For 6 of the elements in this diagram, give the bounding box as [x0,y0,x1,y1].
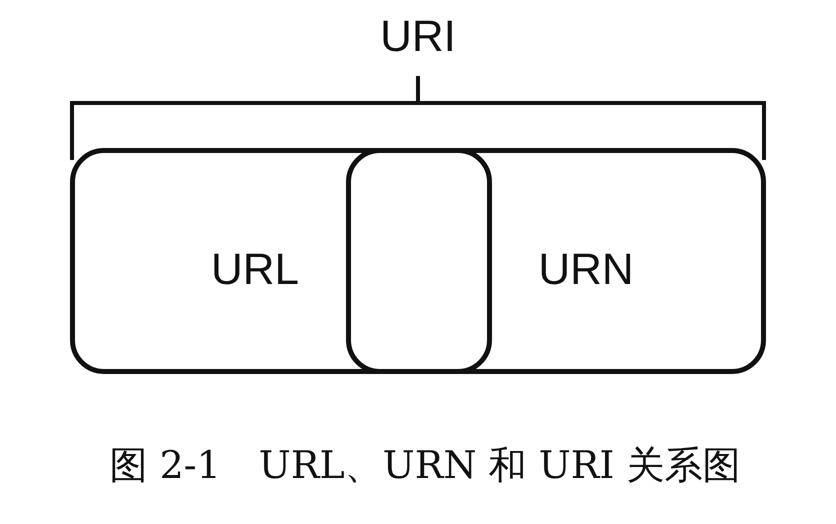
bracket-label: URI [380,12,456,62]
rounded-box [346,148,766,374]
rounded-box [70,148,492,374]
figure-caption: 图 2-1 URL、URN 和 URI 关系图 [110,442,740,489]
box-label: URN [538,245,634,295]
box-label: URL [210,245,300,295]
